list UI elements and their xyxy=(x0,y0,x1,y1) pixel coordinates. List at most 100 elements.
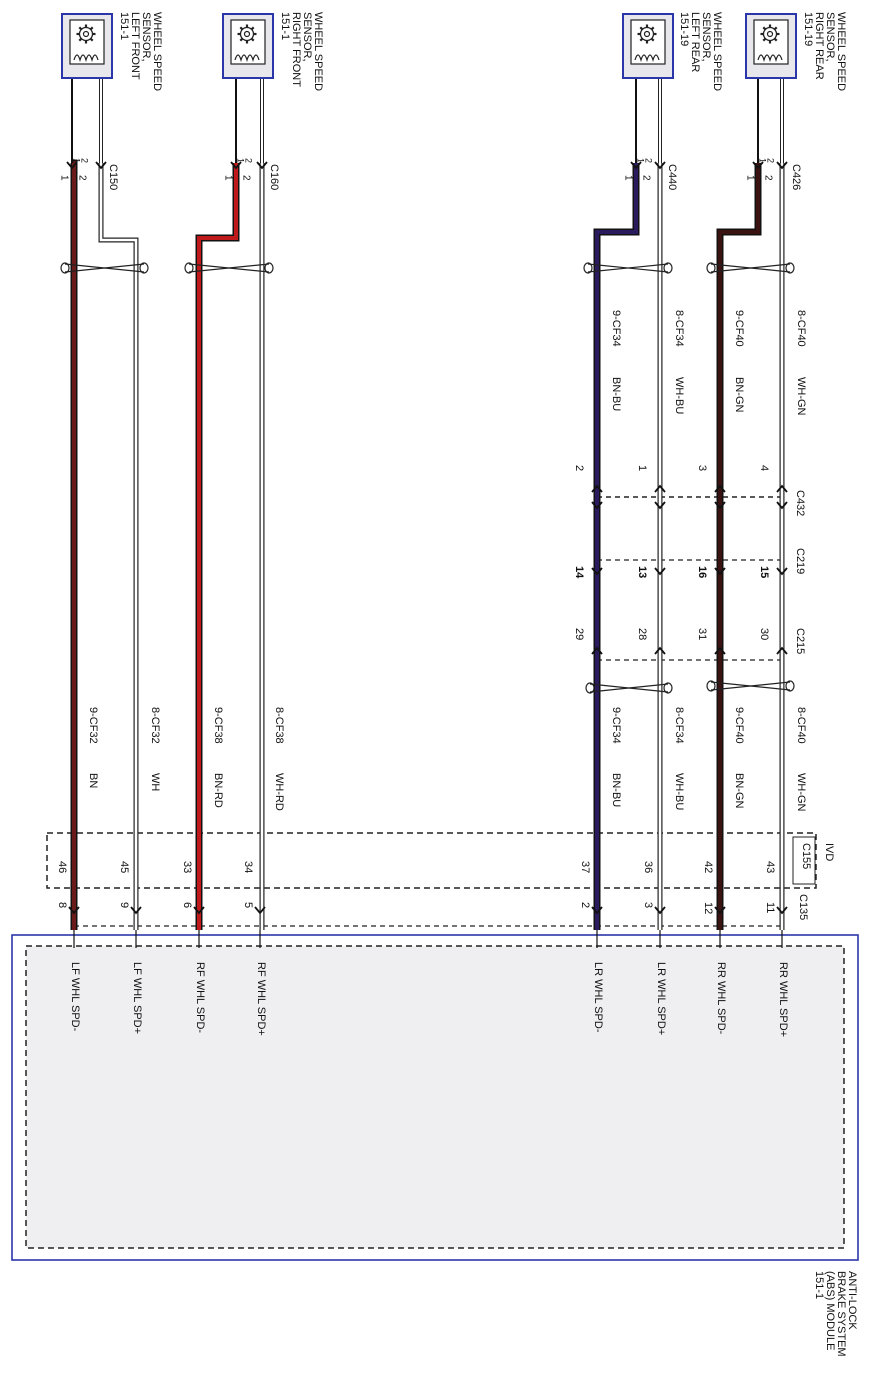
pin-number-small: 1 xyxy=(236,158,246,163)
connector-c160: C160 xyxy=(268,164,280,190)
c155-pin: 43 xyxy=(764,861,776,873)
circuit-id-top: 9-CF40 xyxy=(733,310,745,347)
twisted-pair-mark xyxy=(706,262,795,274)
c135-pin: 12 xyxy=(702,902,714,914)
c135-chevron xyxy=(68,906,80,915)
c135-pin: 5 xyxy=(242,902,254,908)
pin-number-small: 1 xyxy=(636,158,646,163)
c135-chevron xyxy=(654,906,666,915)
connector-pin-chevron xyxy=(66,161,78,170)
c135-pin: 11 xyxy=(764,902,776,913)
twisted-pair-mark xyxy=(585,682,673,694)
c432-chevron xyxy=(591,501,603,510)
sensor-label-line: WHEEL SPEED xyxy=(312,12,324,91)
c155-pin: 42 xyxy=(702,861,714,873)
connector-bars xyxy=(74,496,782,927)
connector-pin-chevron xyxy=(230,161,242,170)
wire-color-bottom: BN xyxy=(87,773,99,788)
abs-pin-label: LR WHL SPD- xyxy=(592,962,604,1033)
pin-number: 2 xyxy=(240,175,251,181)
pin-number-small: 2 xyxy=(766,158,776,163)
pin-number: 2 xyxy=(762,175,773,181)
wire-color-bottom: WH-GN xyxy=(795,773,807,812)
wire-color-bottom: WH-BU xyxy=(673,773,685,810)
pin-number-small: 2 xyxy=(244,158,254,163)
circuit-id-bottom: 8-CF34 xyxy=(673,707,685,744)
twisted-pair-mark xyxy=(583,262,673,274)
ivd-label-box xyxy=(792,836,816,885)
connector-pin-chevron xyxy=(776,161,788,170)
connector-pin-chevron xyxy=(630,161,642,170)
abs-module-title-line: 151-1 xyxy=(813,1271,825,1299)
connector-c426: C426 xyxy=(790,164,802,190)
coil-icon xyxy=(73,54,99,63)
c155-pin: 46 xyxy=(56,861,68,873)
connector-c150: C150 xyxy=(107,164,119,190)
wire-rrm xyxy=(716,163,762,930)
c215-pin: 30 xyxy=(758,628,770,640)
pin-number: 1 xyxy=(58,175,69,181)
circuit-id-bottom: 9-CF32 xyxy=(87,707,99,744)
abs-pin-label: RR WHL SPD- xyxy=(715,962,727,1035)
c432-chevron xyxy=(714,501,726,510)
twisted-pair-mark xyxy=(60,262,149,274)
c215-chevron xyxy=(654,646,666,655)
c219-chevron xyxy=(776,567,788,576)
c219-pin: 16 xyxy=(696,566,708,578)
c155-pin: 37 xyxy=(579,861,591,873)
abs-pin-label: LF WHL SPD- xyxy=(69,962,81,1032)
sensor-label-line: RIGHT FRONT xyxy=(290,12,302,87)
c155-dashed-box xyxy=(46,832,817,889)
c135-chevron xyxy=(193,906,205,915)
circuit-id-bottom: 9-CF40 xyxy=(733,707,745,744)
pin-number-small: 2 xyxy=(80,158,90,163)
c432-pin: 3 xyxy=(696,465,708,471)
pin-number: 1 xyxy=(622,175,633,181)
c215-pin: 28 xyxy=(636,628,648,640)
c215-chevron xyxy=(776,646,788,655)
c135-pin: 2 xyxy=(579,902,591,908)
circuit-id-bottom: 9-CF34 xyxy=(610,707,622,744)
pin-number-small: 1 xyxy=(758,158,768,163)
connector-c432: C432 xyxy=(794,490,806,516)
wheel-speed-sensor-rf xyxy=(222,13,274,79)
wire-color-top: WH-BU xyxy=(673,377,685,414)
c432-pin: 1 xyxy=(636,465,648,471)
sensor-label-line: WHEEL SPEED xyxy=(835,12,847,91)
wires xyxy=(60,70,795,948)
wire-rfm xyxy=(195,163,240,930)
c432-chevron xyxy=(654,501,666,510)
abs-module-title-line: ANTI-LOCK xyxy=(846,1271,858,1330)
c432-chevron xyxy=(776,501,788,510)
wire-color-bottom: BN-GN xyxy=(733,773,745,809)
connector-pin-chevron xyxy=(95,161,107,170)
c219-pin: 13 xyxy=(636,566,648,578)
c219-chevron xyxy=(591,567,603,576)
c135-chevron xyxy=(714,906,726,915)
pin-number: 1 xyxy=(744,175,755,181)
wire-lfp xyxy=(98,163,139,930)
wire-lfm xyxy=(70,159,78,930)
connector-ivd: IVD xyxy=(823,843,835,861)
sensor-label-line: 151-19 xyxy=(678,12,690,46)
c215-chevron xyxy=(591,646,603,655)
c219-chevron xyxy=(654,567,666,576)
c135-pin: 6 xyxy=(181,902,193,908)
connector-c219: C219 xyxy=(794,548,806,574)
c155-pin: 33 xyxy=(181,861,193,873)
sensor-label-line: SENSOR, xyxy=(140,12,152,62)
c215-pin: 31 xyxy=(696,628,708,640)
sensors xyxy=(61,13,797,79)
coil-icon xyxy=(234,54,260,63)
sensor-label-line: SENSOR, xyxy=(700,12,712,62)
c432-pin: 4 xyxy=(758,465,770,471)
connector-pin-chevron xyxy=(256,161,268,170)
connector-c215: C215 xyxy=(794,628,806,654)
sensor-label-line: WHEEL SPEED xyxy=(711,12,723,91)
c219-chevron xyxy=(714,567,726,576)
wire-color-bottom: BN-RD xyxy=(212,773,224,808)
c135-pin: 8 xyxy=(56,902,68,908)
sensor-label-line: WHEEL SPEED xyxy=(151,12,163,91)
wire-color-bottom: BN-BU xyxy=(610,773,622,807)
